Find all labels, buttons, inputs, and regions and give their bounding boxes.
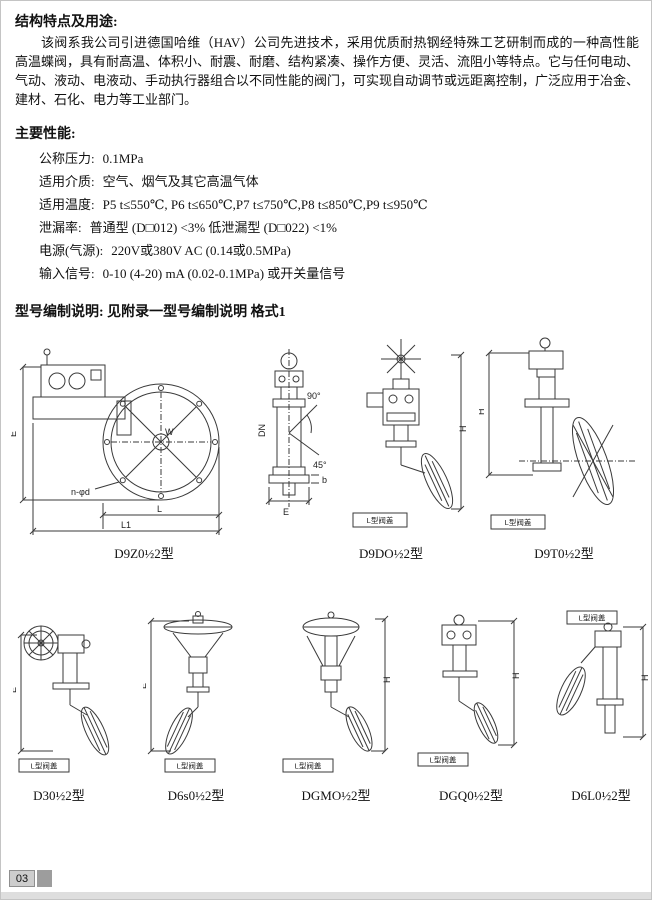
spec-row-pressure: 公称压力: 0.1MPa — [39, 147, 428, 170]
spec-label: 适用介质: — [39, 174, 95, 189]
disc-label-w: W — [165, 427, 174, 437]
dim-label: E — [143, 683, 148, 689]
dim-label: H — [640, 675, 650, 682]
bonnet-box-label: L型阀盖 — [31, 761, 58, 771]
spec-row-temperature: 适用温度: P5 t≤550℃, P6 t≤650℃,P7 t≤750℃,P8 t… — [39, 193, 428, 216]
spec-label: 电源(气源): — [39, 243, 104, 258]
bolt-label-n-phi-d: n-φd — [71, 487, 90, 497]
features-paragraph: 该阀系我公司引进德国哈维（HAV）公司先进技术，采用优质耐热钢经特殊工艺研制而成… — [15, 35, 640, 107]
figure-d9z0-drawing: E W n-φd L L1 DN 90° 45° E b — [11, 348, 327, 535]
figure-caption-dgmo: DGMO½2型 — [301, 788, 371, 803]
page-number-accent — [37, 870, 52, 887]
section-title-features: 结构特点及用途: — [15, 15, 118, 30]
figure-d6l0-drawing: H L型阀盖 — [556, 610, 650, 741]
angle-label-45: 45° — [313, 460, 327, 470]
spec-label: 适用温度: — [39, 197, 95, 212]
bonnet-box-label: L型阀盖 — [505, 517, 532, 527]
bonnet-box-label: L型阀盖 — [430, 755, 457, 765]
performance-spec-list: 公称压力: 0.1MPa 适用介质: 空气、烟气及其它高温气体 适用温度: P5 t≤… — [39, 147, 428, 285]
figure-caption-d30: D30½2型 — [33, 788, 85, 803]
figure-caption-d6l0: D6L0½2型 — [571, 788, 631, 803]
bonnet-box-label: L型阀盖 — [177, 761, 204, 771]
bonnet-box-label: L型阀盖 — [579, 613, 606, 623]
spec-value: 0.1MPa — [102, 151, 144, 166]
footer-strip — [1, 892, 651, 899]
figure-d9do-drawing: H L型阀盖 — [352, 339, 468, 528]
dim-label-e: E — [11, 431, 18, 437]
dim-label-dn: DN — [257, 424, 267, 437]
spec-label: 公称压力: — [39, 151, 95, 166]
dim-label-l1: L1 — [121, 520, 131, 530]
figure-caption-d9t0: D9T0½2型 — [534, 546, 594, 561]
spec-row-leakage: 泄漏率: 普通型 (D□012) <3% 低泄漏型 (D□022) <1% — [39, 216, 428, 239]
figure-d30-drawing: E L型阀盖 — [13, 625, 110, 773]
figure-d6s0-drawing: E L型阀盖 — [143, 611, 233, 773]
figure-caption-d9do: D9DO½2型 — [359, 546, 423, 561]
spec-label: 输入信号: — [39, 266, 95, 281]
model-numbering-note: 型号编制说明: 见附录一型号编制说明 格式1 — [15, 305, 286, 320]
bonnet-box-label: L型阀盖 — [367, 515, 394, 525]
dim-label: H — [382, 677, 392, 684]
figure-caption-dgq0: DGQ0½2型 — [439, 788, 503, 803]
dim-label: E — [13, 687, 18, 693]
section-title-performance: 主要性能: — [15, 127, 76, 142]
figure-dgmo-drawing: H L型阀盖 — [282, 611, 392, 773]
dim-label-b: b — [322, 475, 327, 485]
spec-row-medium: 适用介质: 空气、烟气及其它高温气体 — [39, 170, 428, 193]
spec-row-power: 电源(气源): 220V或380V AC (0.14或0.5MPa) — [39, 239, 428, 262]
spec-value: 0-10 (4-20) mA (0.02-0.1MPa) 或开关量信号 — [102, 266, 346, 281]
page-number: 03 — [9, 870, 35, 887]
spec-value: 220V或380V AC (0.14或0.5MPa) — [111, 243, 291, 258]
figure-caption-d9z0: D9Z0½2型 — [114, 546, 174, 561]
dim-label-l: L — [157, 504, 162, 514]
spec-value: P5 t≤550℃, P6 t≤650℃,P7 t≤750℃,P8 t≤850℃… — [102, 197, 428, 212]
spec-row-signal: 输入信号: 0-10 (4-20) mA (0.02-0.1MPa) 或开关量信号 — [39, 262, 428, 285]
figure-d9t0-drawing: H L型阀盖 — [479, 337, 635, 530]
dim-label-h: H — [479, 409, 486, 416]
angle-label-90: 90° — [307, 391, 321, 401]
dim-label: H — [511, 673, 521, 680]
bonnet-box-label: L型阀盖 — [295, 761, 322, 771]
spec-label: 泄漏率: — [39, 220, 82, 235]
spec-value: 空气、烟气及其它高温气体 — [102, 174, 259, 189]
spec-value: 普通型 (D□012) <3% 低泄漏型 (D□022) <1% — [89, 220, 337, 235]
figure-dgq0-drawing: H L型阀盖 — [417, 614, 521, 767]
dim-label-e2: E — [283, 507, 289, 517]
figure-caption-d6s0: D6s0½2型 — [167, 788, 225, 803]
dim-label-h: H — [458, 426, 468, 433]
